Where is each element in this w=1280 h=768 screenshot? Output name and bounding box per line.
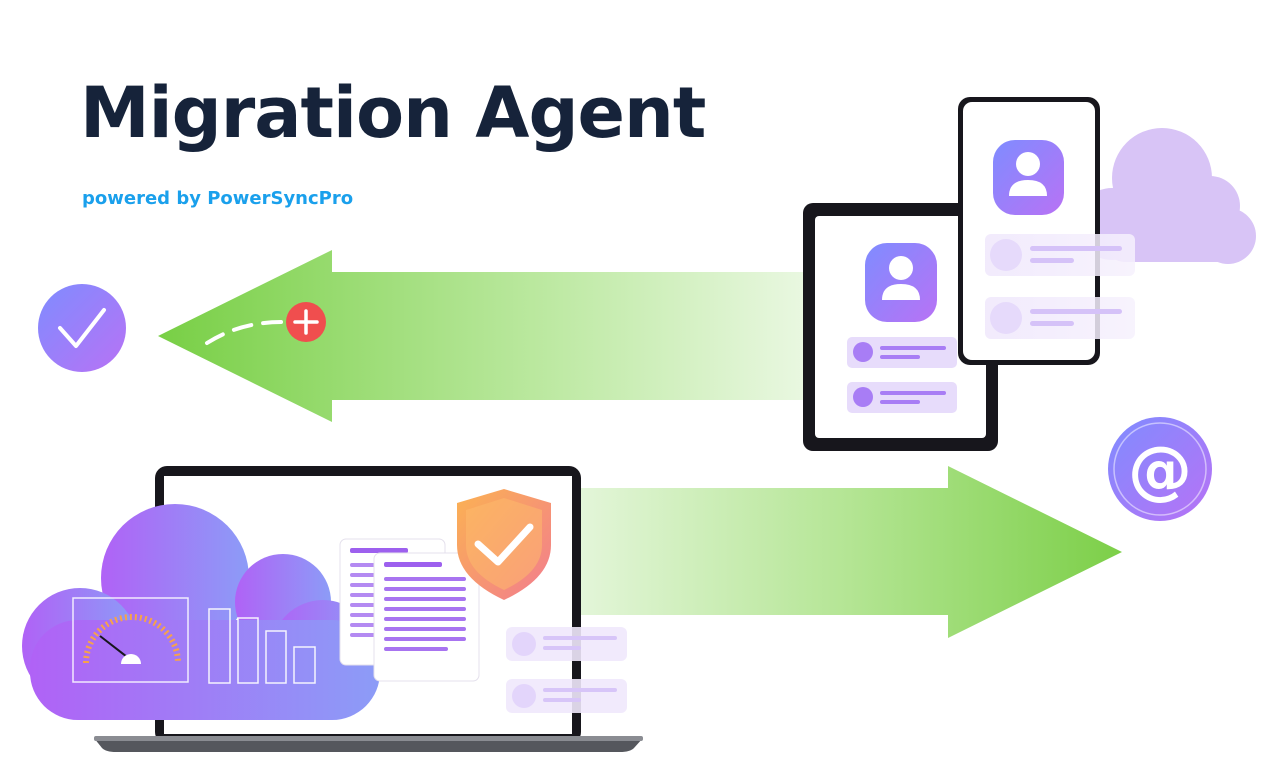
checkmark-circle-icon bbox=[38, 284, 126, 372]
list-item bbox=[985, 234, 1135, 276]
cloud-icon bbox=[22, 504, 380, 720]
page-title: Migration Agent bbox=[80, 72, 706, 154]
page-subtitle: powered by PowerSyncPro bbox=[82, 188, 354, 209]
list-item bbox=[506, 627, 627, 661]
arrow-left bbox=[158, 250, 810, 422]
at-sign-icon: @ bbox=[1108, 417, 1212, 521]
dashed-trail bbox=[205, 320, 284, 345]
svg-text:@: @ bbox=[1128, 434, 1192, 508]
list-item bbox=[985, 297, 1135, 339]
document-icon bbox=[373, 552, 480, 682]
list-item bbox=[847, 382, 957, 413]
plus-circle-icon bbox=[286, 302, 326, 342]
speedometer-icon bbox=[72, 597, 189, 683]
list-item bbox=[847, 337, 957, 368]
shield-check-icon bbox=[457, 489, 551, 600]
user-avatar-icon bbox=[865, 243, 937, 322]
bar-chart-icon bbox=[208, 608, 316, 684]
phone-device bbox=[958, 97, 1135, 365]
user-avatar-icon bbox=[993, 140, 1064, 215]
list-item bbox=[506, 679, 627, 713]
arrow-right bbox=[575, 466, 1122, 638]
tablet-device bbox=[803, 203, 998, 451]
